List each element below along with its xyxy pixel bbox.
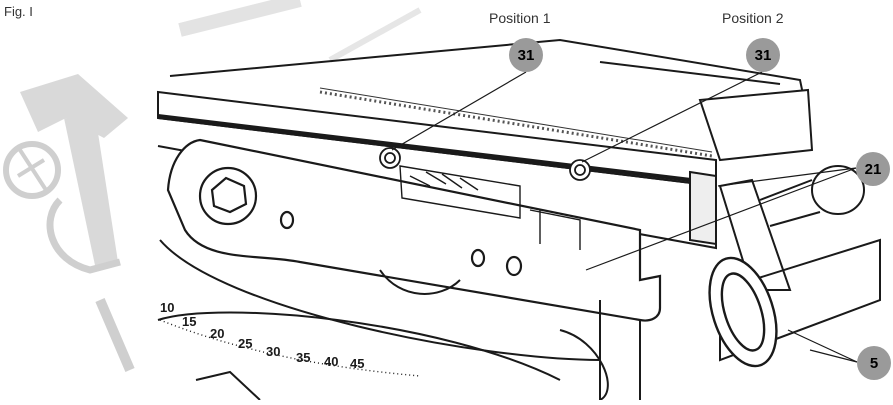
scale-tick-label: 20 [210,326,224,341]
figure-label: Fig. I [4,4,33,19]
watermark-logo [3,0,422,372]
scale-tick-label: 35 [296,350,310,365]
leader-lines [391,71,858,363]
callout-21: 21 [856,152,890,186]
scale-tick-label: 40 [324,354,338,369]
fence-plate [166,138,662,322]
rear-housing [169,38,814,162]
callout-31-position-2: 31 [746,38,780,72]
miter-scale: 10 15 20 25 30 35 40 45 [159,300,421,377]
turntable [157,239,641,401]
scale-tick-label: 10 [160,300,174,315]
scale-tick-label: 15 [182,314,196,329]
rail-scale [319,87,713,158]
position-1-label: Position 1 [489,10,551,26]
scale-tick-label: 45 [350,356,364,371]
screw-position-2[interactable] [569,159,591,181]
scale-tick-label: 30 [266,344,280,359]
clamp-knob[interactable] [697,249,789,374]
callout-31-position-1: 31 [509,38,543,72]
screw-position-1[interactable] [379,147,401,169]
scale-tick-label: 25 [238,336,252,351]
blade-area [399,165,581,250]
position-2-label: Position 2 [722,10,784,26]
callout-5: 5 [857,346,891,380]
